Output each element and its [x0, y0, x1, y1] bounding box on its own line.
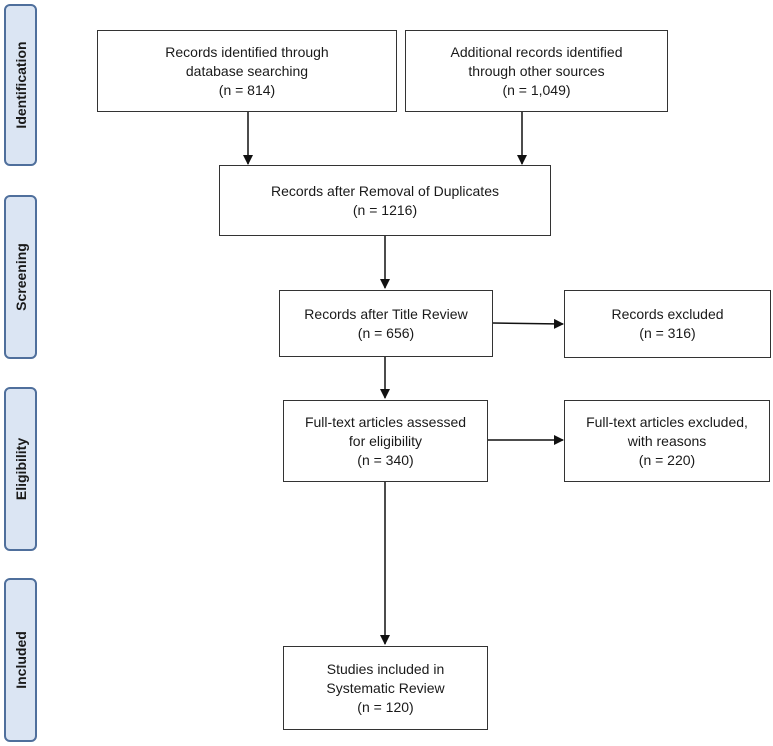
box-count: (n = 340) — [357, 451, 414, 468]
box-line: Records identified through — [165, 43, 329, 60]
box-fulltext-assessed: Full-text articles assessed for eligibil… — [283, 400, 488, 482]
box-count: (n = 316) — [639, 325, 696, 341]
box-after-duplicates: Records after Removal of Duplicates (n =… — [219, 165, 551, 236]
phase-identification: Identification — [4, 4, 37, 166]
box-line: with reasons — [627, 432, 707, 449]
box-count: (n = 814) — [218, 81, 276, 98]
box-line: for eligibility — [348, 432, 423, 449]
box-count: (n = 120) — [357, 698, 414, 715]
box-count: (n = 1,049) — [502, 81, 571, 98]
box-count: (n = 656) — [357, 324, 415, 341]
box-line: through other sources — [468, 62, 605, 79]
box-count: (n = 220) — [638, 451, 696, 468]
box-line: Studies included in — [326, 660, 445, 677]
phase-screening: Screening — [4, 195, 37, 359]
box-after-title-review: Records after Title Review (n = 656) — [279, 290, 493, 357]
box-line: Full-text articles assessed — [304, 413, 467, 430]
box-line: database searching — [185, 62, 309, 79]
phase-included: Included — [4, 578, 37, 742]
phase-eligibility: Eligibility — [4, 387, 37, 551]
arrow-title-review-to-excluded — [492, 318, 564, 329]
box-other-sources: Additional records identified through ot… — [405, 30, 668, 112]
box-studies-included: Studies included in Systematic Review (n… — [283, 646, 488, 730]
box-line: Full-text articles excluded, — [586, 413, 748, 430]
box-line: Records after Removal of Duplicates — [271, 182, 499, 199]
box-line: Additional records identified — [450, 43, 623, 60]
box-line: Records after Title Review — [304, 305, 468, 322]
box-count: (n = 1216) — [352, 201, 418, 218]
box-records-excluded: Records excluded (n = 316) — [564, 290, 771, 358]
box-line: Records excluded — [611, 306, 724, 322]
box-database-search: Records identified through database sear… — [97, 30, 397, 112]
box-fulltext-excluded: Full-text articles excluded, with reason… — [564, 400, 770, 482]
box-line: Systematic Review — [326, 679, 445, 696]
